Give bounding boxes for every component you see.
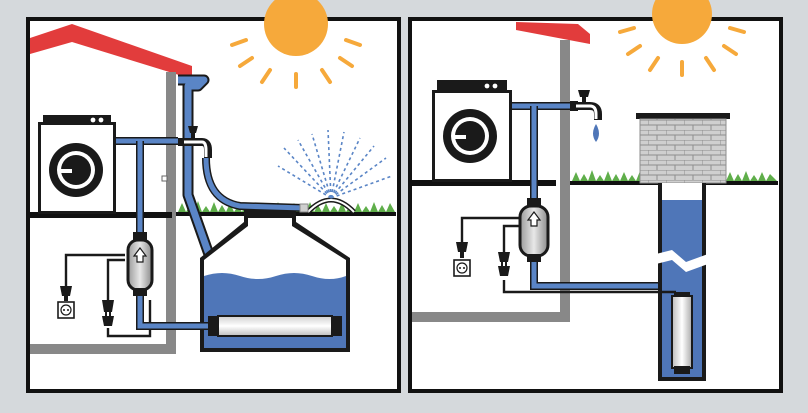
spray-icon [277,129,393,199]
power-socket-icon [57,286,75,319]
booster-pump-icon [126,232,154,296]
floor-line [30,212,172,218]
house-wall [412,40,570,322]
power-plug-icon [498,252,510,276]
panel-frame [408,17,783,393]
borehole-casing [656,183,708,381]
washing-machine-icon [38,115,116,214]
sun-icon [618,0,746,77]
power-cable [64,253,152,338]
panel-borehole [408,0,783,393]
submersible-filter-icon [208,315,342,337]
roof [30,24,192,79]
outdoor-tap-icon[interactable] [178,126,212,158]
power-socket-icon [453,242,471,277]
garden-tap-icon[interactable] [570,90,602,142]
lawn [572,170,777,181]
lawn-sprinkler-icon[interactable] [277,129,393,214]
roof [516,22,590,44]
depth-break [656,250,708,272]
booster-pump-icon [518,198,550,262]
panel-rainwater [26,0,401,393]
garden-hose [202,157,305,212]
supply-pipe [116,137,214,330]
power-cable [460,216,676,294]
downpipe [178,74,224,282]
power-plug-icon [102,300,114,326]
washing-machine-icon [432,80,512,182]
wall-marker [161,175,168,182]
floor-line [412,180,556,186]
brick-wellhead [636,113,730,184]
water-drop-icon [593,124,599,142]
sun-icon [230,0,362,89]
submersible-pump-icon [671,292,693,374]
arrow-up-icon [132,247,148,263]
arrow-up-icon [526,211,542,227]
